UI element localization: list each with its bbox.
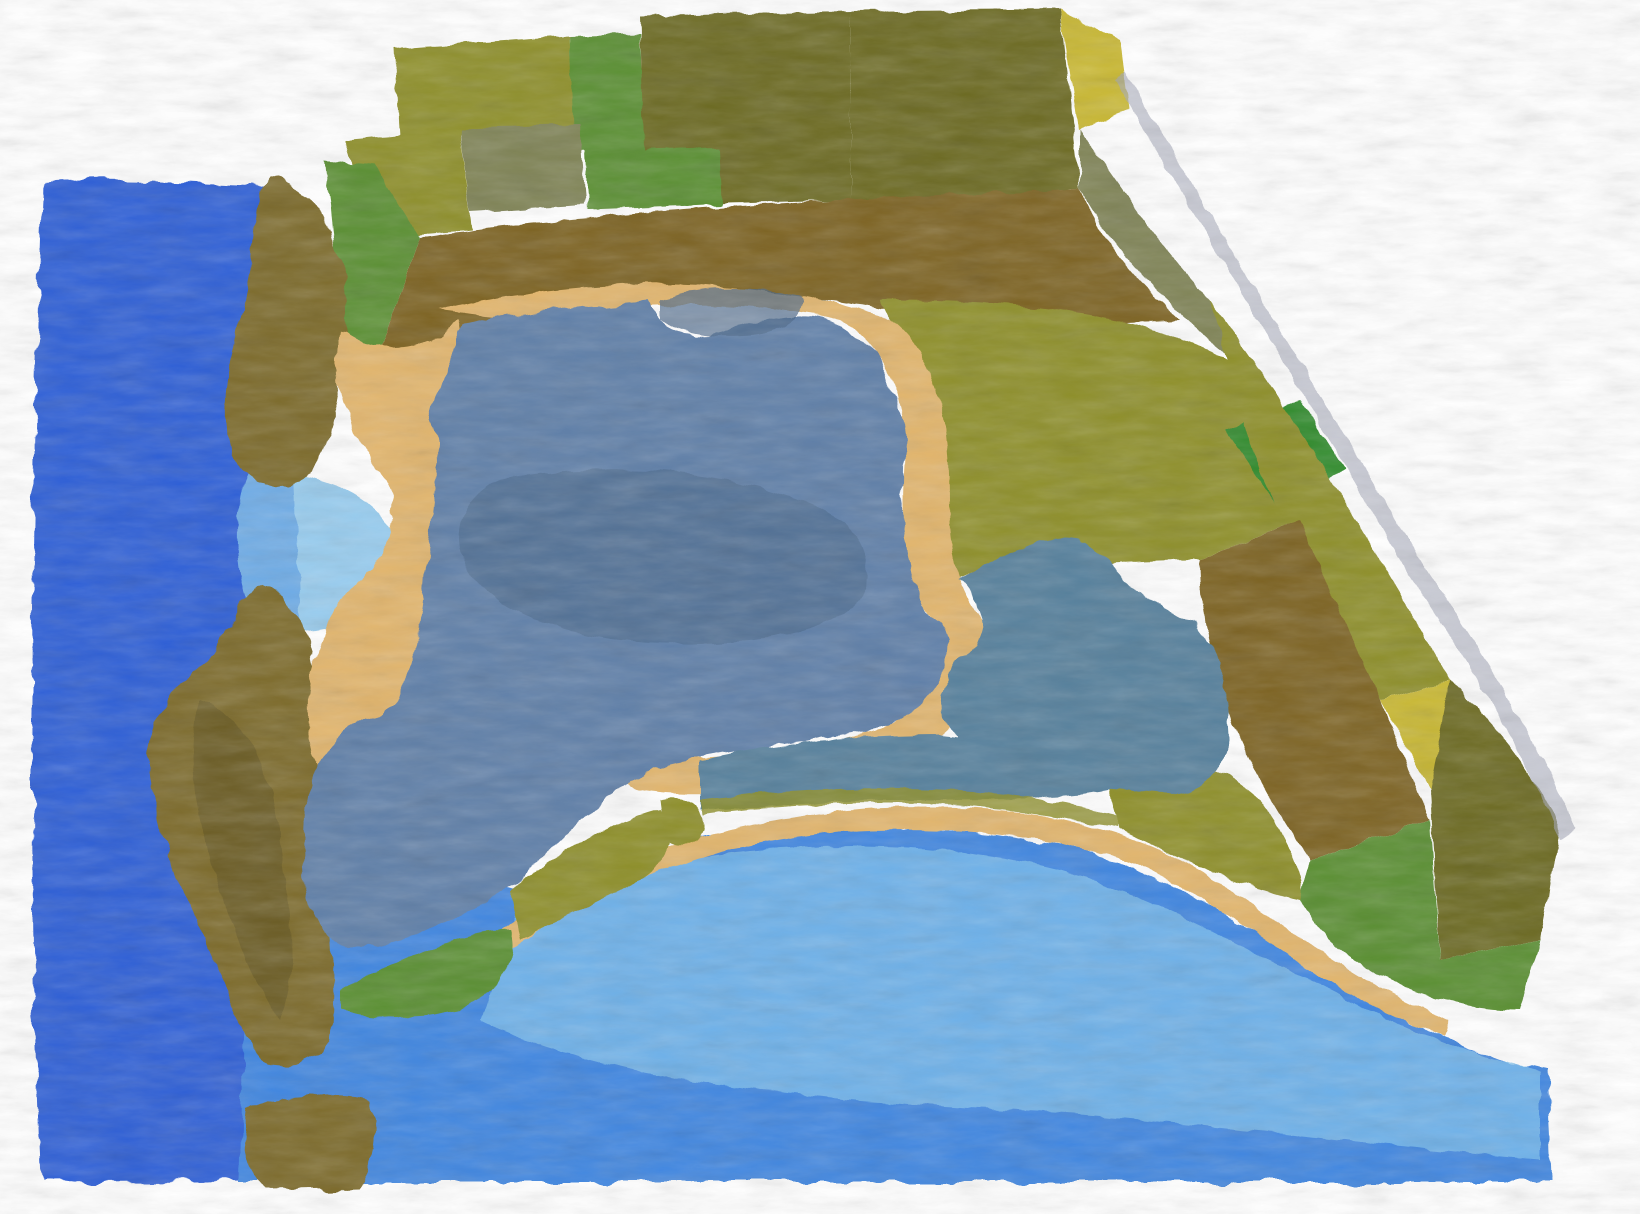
- paper-texture: [0, 0, 1640, 1214]
- coastal-lagoon-painting: [0, 0, 1640, 1214]
